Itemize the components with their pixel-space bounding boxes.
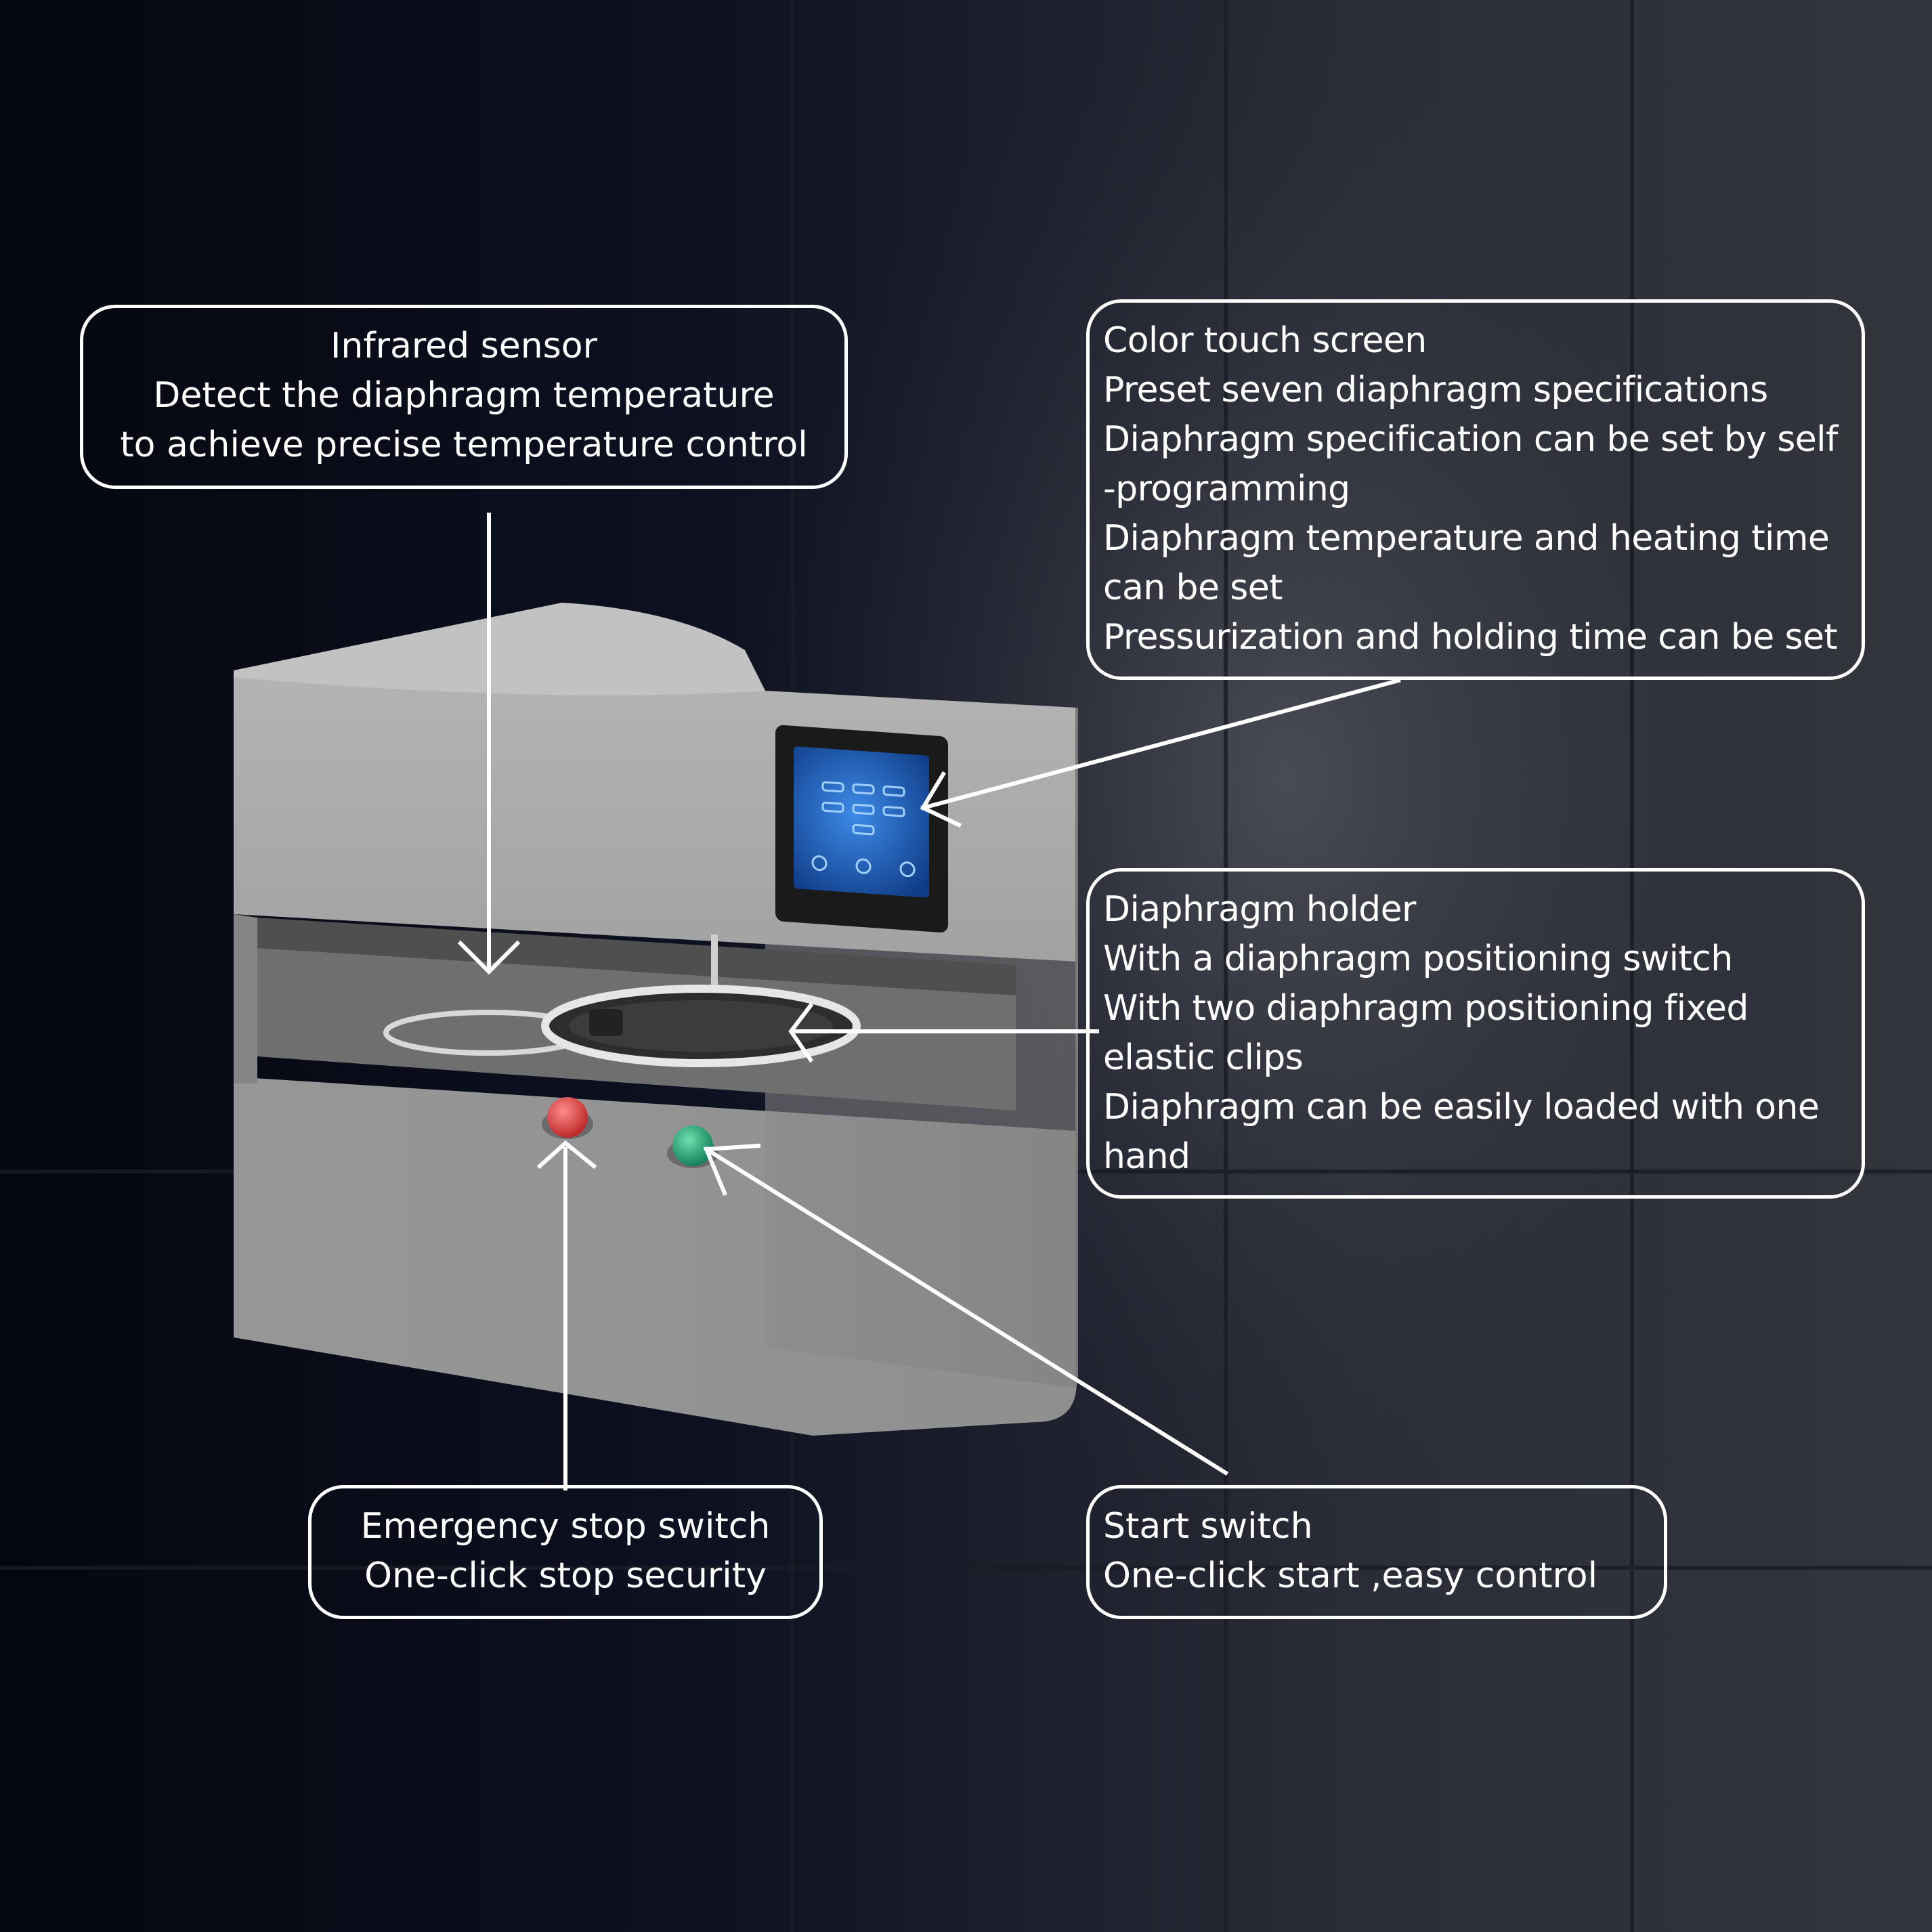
emergency-stop-button	[547, 1097, 588, 1138]
callout-start-switch: Start switch One-click start ,easy contr…	[1086, 1485, 1667, 1619]
callout-line: to achieve precise temperature control	[120, 425, 808, 465]
callout-line: With two diaphragm positioning fixed	[1103, 988, 1748, 1029]
color-touch-screen	[775, 725, 948, 933]
holder-clip	[589, 1009, 623, 1036]
callout-arrows	[457, 513, 1401, 1490]
callout-line: Start switch	[1103, 1506, 1313, 1547]
start-button	[672, 1125, 713, 1166]
callout-line: Color touch screen	[1103, 320, 1427, 361]
diaphragm-holder-inner	[569, 1000, 833, 1052]
start-switch-arrow	[703, 1146, 1229, 1476]
infrared-sensor-arrowhead	[457, 940, 521, 975]
start-switch-arrowhead	[703, 1143, 761, 1196]
callout-line: Pressurization and holding time can be s…	[1103, 617, 1838, 658]
touch-screen-arrow	[920, 678, 1401, 811]
callout-diaphragm-holder: Diaphragm holder With a diaphragm positi…	[1086, 868, 1865, 1199]
callout-infrared-sensor: Infrared sensor Detect the diaphragm tem…	[80, 305, 848, 489]
callout-line: With a diaphragm positioning switch	[1103, 939, 1733, 979]
callout-line: One-click stop security	[364, 1555, 767, 1596]
callout-line: Diaphragm holder	[1103, 889, 1416, 930]
pressure-forming-machine	[234, 603, 1078, 1436]
callout-color-touch-screen: Color touch screen Preset seven diaphrag…	[1086, 299, 1865, 680]
diaphragm-holder-arrowhead	[788, 1002, 814, 1063]
callout-line: Diaphragm can be easily loaded with one	[1103, 1087, 1820, 1128]
emergency-stop-arrowhead	[536, 1140, 597, 1169]
machine-left-wall	[234, 914, 257, 1083]
machine-cavity-shadow	[257, 918, 1016, 995]
callout-line: Emergency stop switch	[360, 1506, 771, 1547]
callout-line: Detect the diaphragm temperature	[153, 375, 775, 416]
callout-line: -programming	[1103, 469, 1350, 509]
callout-line: Diaphragm specification can be set by se…	[1103, 419, 1838, 460]
callout-line: Diaphragm temperature and heating time	[1103, 518, 1830, 559]
callout-line: One-click start ,easy control	[1103, 1555, 1598, 1596]
touch-screen-arrowhead	[920, 771, 962, 828]
callout-emergency-stop: Emergency stop switch One-click stop sec…	[308, 1485, 823, 1619]
machine-top-surface	[234, 603, 765, 695]
callout-line: elastic clips	[1103, 1037, 1304, 1078]
callout-line: can be set	[1103, 567, 1283, 608]
callout-line: Preset seven diaphragm specifications	[1103, 370, 1768, 410]
callout-line: hand	[1103, 1136, 1190, 1177]
callout-line: Infrared sensor	[330, 326, 597, 366]
